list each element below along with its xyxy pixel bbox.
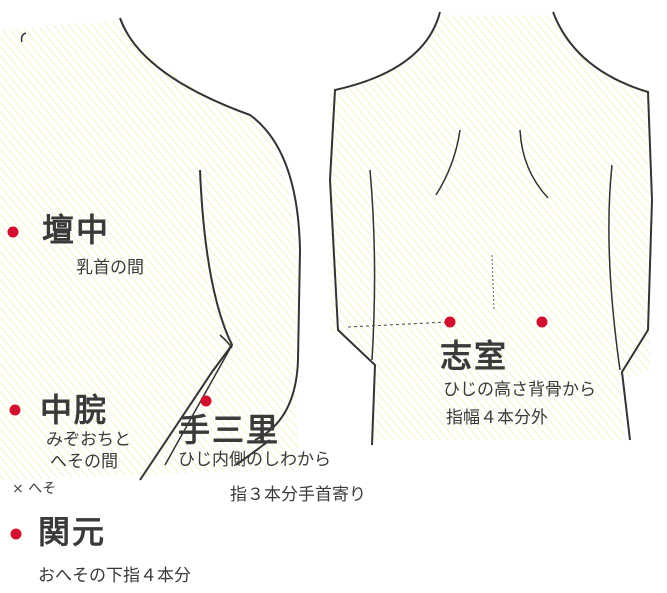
shoulder-blade-right (519, 129, 549, 199)
small-mark (20, 32, 27, 43)
front-arm-outer (235, 439, 271, 466)
shishitsu-point-left (444, 316, 456, 328)
shishitsu-name: 志室 (440, 337, 509, 375)
chukan-desc-1: みぞおちと (46, 430, 131, 450)
kangen-desc: おへその下指４本分 (38, 566, 191, 586)
chukan-point (9, 404, 21, 416)
tesanri-desc-1: ひじ内側のしわから (178, 450, 331, 470)
back-arm-right-inner (608, 164, 621, 371)
spine-line (491, 254, 495, 311)
tesanri-desc-2: 指３本分手首寄り (230, 485, 366, 505)
elbow-level-line (347, 321, 449, 328)
forearm-line (164, 344, 233, 466)
tesanri-name: 手三里 (178, 411, 281, 449)
danchu-name: 壇中 (42, 211, 111, 249)
front-arm-inner (139, 169, 234, 481)
danchu-point (7, 226, 19, 238)
elbow-crease (219, 334, 233, 349)
front-torso-fill (0, 20, 300, 480)
back-torso-fill (330, 15, 650, 440)
tesanri-point (200, 395, 212, 407)
heso-mark: × へそ (12, 481, 57, 497)
front-shoulder-outline (119, 17, 302, 441)
kangen-name: 関元 (38, 513, 107, 551)
kangen-point (10, 528, 22, 540)
chukan-name: 中脘 (40, 391, 109, 429)
shishitsu-desc-2: 指幅４本分外 (446, 408, 548, 428)
back-neck-left (328, 11, 441, 446)
shoulder-blade-left (435, 129, 461, 196)
shishitsu-point-right (536, 316, 548, 328)
shishitsu-desc-1: ひじの高さ背骨から (443, 380, 596, 400)
back-arm-left-inner (369, 169, 376, 361)
chukan-desc-2: へその間 (50, 452, 118, 472)
danchu-desc: 乳首の間 (76, 258, 144, 278)
back-neck-right (552, 11, 654, 441)
